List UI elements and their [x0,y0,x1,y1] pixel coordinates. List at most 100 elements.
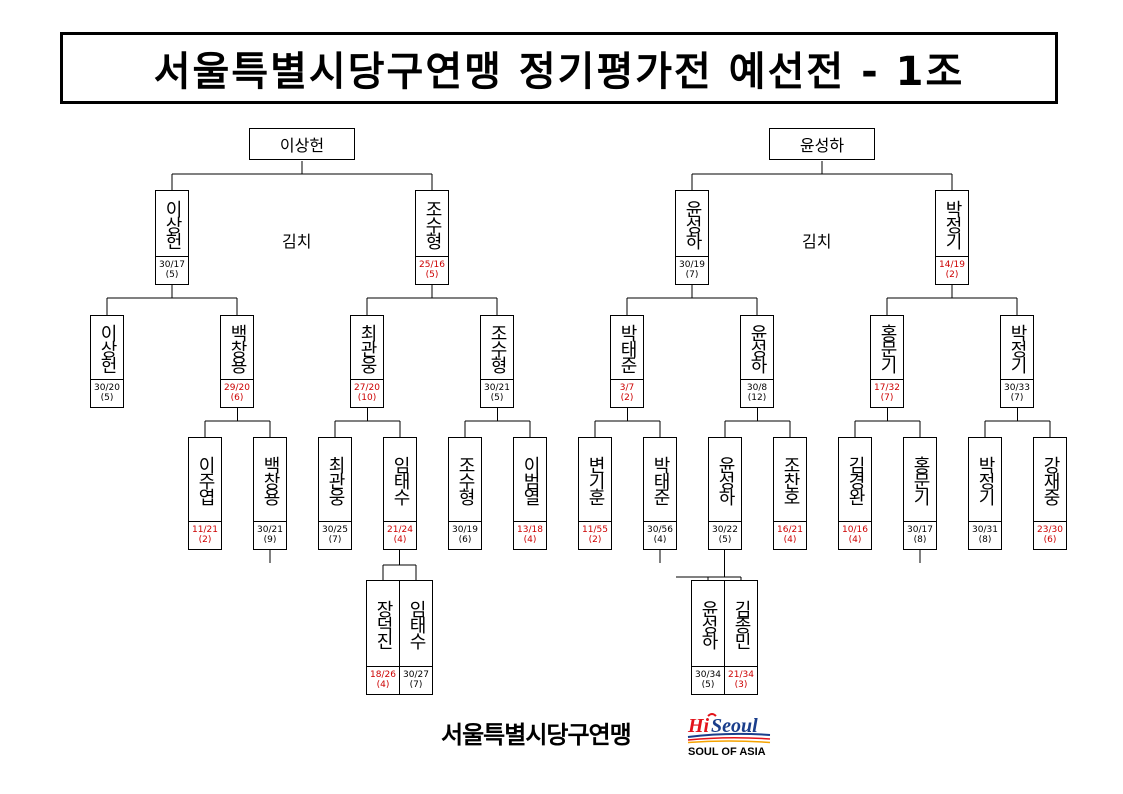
match-score: 30/19(7) [676,256,708,284]
score-value: 30/21 [484,383,510,393]
logo-hi: Hi [687,715,710,737]
player-name: 조수형 [455,455,476,504]
group-winner-name: 이상헌 [279,136,325,155]
player-name: 조수형 [422,199,443,248]
group-winner-name: 윤성하 [799,136,845,155]
quarterfinal-player-box: 박태준 3/7(2) [610,315,644,408]
player-name: 조수형 [487,323,508,372]
score-value: 10/16 [842,525,868,535]
quarterfinal-player-box: 백창용 29/20(6) [220,315,254,408]
score-value: 30/19 [679,260,705,270]
score-value: 11/55 [582,525,608,535]
score-value: 30/19 [452,525,478,535]
logo-seoul: Seoul [711,715,758,737]
score-value: 3/7 [619,383,635,393]
match-score: 16/21(4) [774,521,806,549]
match-score: 17/32(7) [871,379,903,407]
score-value: 30/25 [322,525,348,535]
logo-tagline: SOUL OF ASIA [688,746,766,758]
player-name: 박정기 [942,199,963,248]
hi-seoul-logo: Hi Seoul SOUL OF ASIA [687,713,771,758]
match-score: 18/26(4) [367,666,399,694]
player-name: 윤성하 [682,199,703,248]
match-score: 30/33(7) [1001,379,1033,407]
prelim-player-box: 장덕진 18/26(4) [366,580,400,695]
score-value: 30/27 [403,670,429,680]
match-score: 30/25(7) [319,521,351,549]
innings-value: (6) [1043,535,1057,545]
score-value: 30/34 [695,670,721,680]
player-name: 이상헌 [97,323,118,372]
innings-value: (9) [263,535,277,545]
player-name: 백창용 [227,323,248,372]
innings-value: (5) [425,270,439,280]
score-value: 13/18 [517,525,543,535]
match-score: 30/34(5) [692,666,724,694]
player-name: 윤성하 [698,599,719,648]
player-name: 임태수 [406,599,427,648]
bracket-note: 김치 [282,232,312,251]
innings-value: (6) [230,393,244,403]
player-name: 백창용 [260,455,281,504]
innings-value: (5) [100,393,114,403]
round1-player-box: 백창용 30/21(9) [253,437,287,550]
innings-value: (4) [393,535,407,545]
score-value: 18/26 [370,670,396,680]
innings-value: (2) [620,393,634,403]
match-score: 21/24(4) [384,521,416,549]
innings-value: (4) [783,535,797,545]
player-name: 박태준 [617,323,638,372]
player-name: 윤성하 [747,323,768,372]
innings-value: (5) [701,680,715,690]
innings-value: (5) [165,270,179,280]
score-value: 27/20 [354,383,380,393]
group-winner-box: 윤성하 [769,128,875,160]
match-score: 11/21(2) [189,521,221,549]
innings-value: (7) [880,393,894,403]
player-name: 장덕진 [373,599,394,648]
innings-value: (4) [376,680,390,690]
player-name: 박태준 [650,455,671,504]
player-name: 이상헌 [162,199,183,248]
round1-player-box: 조찬호 16/21(4) [773,437,807,550]
match-score: 30/19(6) [449,521,481,549]
score-value: 30/8 [746,383,768,393]
semifinal-player-box: 윤성하 30/19(7) [675,190,709,285]
player-name: 조찬호 [780,455,801,504]
score-value: 21/24 [387,525,413,535]
player-name: 이주엽 [195,455,216,504]
player-name: 홍문기 [877,323,898,372]
match-score: 30/22(5) [709,521,741,549]
innings-value: (7) [1010,393,1024,403]
score-value: 11/21 [192,525,218,535]
score-value: 25/16 [419,260,445,270]
match-score: 10/16(4) [839,521,871,549]
match-score: 30/21(9) [254,521,286,549]
page-title: 서울특별시당구연맹 정기평가전 예선전 - 1조 [153,49,965,95]
innings-value: (5) [718,535,732,545]
match-score: 30/20(5) [91,379,123,407]
player-name: 김종민 [731,599,752,648]
match-score: 11/55(2) [579,521,611,549]
match-score: 30/8(12) [741,379,773,407]
innings-value: (5) [490,393,504,403]
score-value: 30/56 [647,525,673,535]
match-score: 30/27(7) [400,666,432,694]
prelim-player-box: 임태수 30/27(7) [399,580,433,695]
innings-value: (7) [409,680,423,690]
score-value: 21/34 [728,670,754,680]
match-score: 29/20(6) [221,379,253,407]
innings-value: (7) [328,535,342,545]
